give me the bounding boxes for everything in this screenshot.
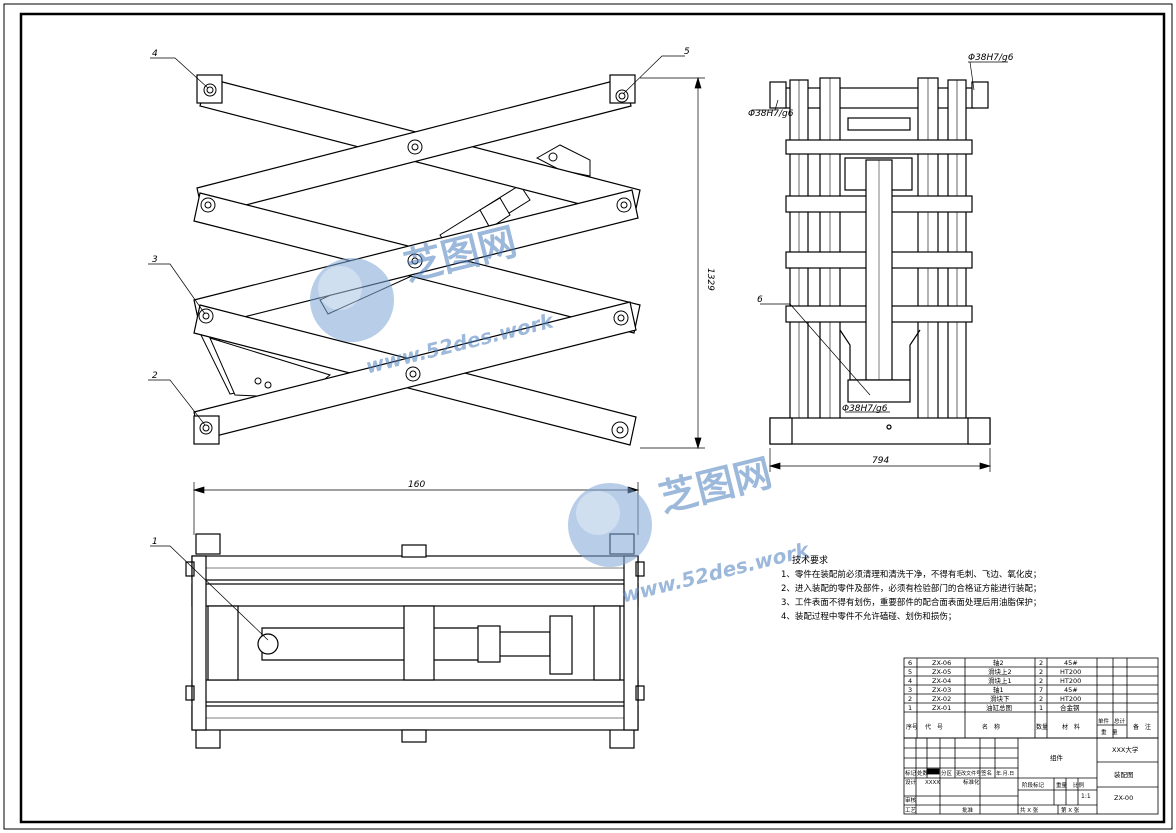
bom-row-name: 滑块下 <box>990 694 1010 703</box>
title-block <box>903 737 1159 815</box>
balloon-6: 6 <box>757 295 763 305</box>
bom-head-name: 名 称 <box>982 723 1000 731</box>
drawing-code: ZX-00 <box>1114 794 1133 802</box>
leaders-front <box>148 55 685 426</box>
label-weight: 重量 <box>1056 781 1068 789</box>
balloon-4: 4 <box>152 49 158 59</box>
bom-row-code: ZX-02 <box>932 695 951 703</box>
bom-row-name: 滑块上2 <box>988 667 1012 676</box>
designer-name: XXXX <box>925 780 940 786</box>
balloon-2: 2 <box>152 371 158 381</box>
bom-row-qty: 2 <box>1039 677 1043 685</box>
label-scale: 比例 <box>1073 781 1085 789</box>
tech-line-4: 4、装配过程中零件不允许磕碰、划伤和损伤； <box>781 611 956 622</box>
label-sign: 签名 <box>981 769 992 777</box>
inner-border <box>19 12 1166 824</box>
bom-row-qty: 2 <box>1039 659 1043 667</box>
bom-row-no: 3 <box>908 686 912 694</box>
width-side-dim-text: 794 <box>872 456 889 466</box>
bom-head-total: 总计 <box>1114 717 1126 725</box>
bom-head-qty: 数量 <box>1036 723 1048 731</box>
label-zone: 分区 <box>941 769 953 777</box>
bom-head-code: 代 号 <box>925 723 943 731</box>
scale-value: 1:1 <box>1081 793 1091 800</box>
top-view <box>150 482 645 749</box>
label-design: 设计 <box>905 778 917 786</box>
bom-row-qty: 2 <box>1039 695 1043 703</box>
bom-row-name: 油缸总图 <box>986 703 1012 712</box>
side-view <box>752 61 1008 472</box>
bom-row-no: 4 <box>908 677 912 685</box>
fit-label-bottom: Φ38H7/g6 <box>842 404 888 414</box>
bom-row-qty: 1 <box>1039 704 1043 712</box>
width-top-dim-text: 160 <box>408 480 425 490</box>
bom-row-qty: 7 <box>1039 686 1043 694</box>
bom-row-code: ZX-03 <box>932 686 951 694</box>
label-approve: 批准 <box>962 806 974 814</box>
bom-rows: 6 ZX-06 轴2 2 45# 5 ZX-05 滑块上2 2 HT200 4 … <box>906 658 1151 736</box>
bom-row-no: 5 <box>908 668 912 676</box>
watermark-brand-2: 芝图网 <box>655 450 776 520</box>
bom-row-code: ZX-06 <box>932 659 951 667</box>
height-dimension <box>640 76 705 450</box>
technical-requirements: 技术要求 1、零件在装配前必须清理和清洗干净，不得有毛刺、飞边、氧化皮； 2、进… <box>781 554 1041 622</box>
label-review: 审核 <box>905 796 917 804</box>
tech-line-1: 1、零件在装配前必须清理和清洗干净，不得有毛刺、飞边、氧化皮； <box>781 569 1041 580</box>
slider-block <box>609 74 636 104</box>
fit-label-top-right: Φ38H7/g6 <box>968 53 1014 63</box>
bom-row-mat: HT200 <box>1060 677 1081 685</box>
bom-row-name: 轴2 <box>993 658 1004 667</box>
fit-label-top-left: Φ38H7/g6 <box>748 109 794 119</box>
bom-row-no: 6 <box>908 659 912 667</box>
bom-head-mat: 材 料 <box>1062 723 1080 731</box>
outer-border <box>3 3 1173 830</box>
drawing-name: 装配图 <box>1114 770 1134 779</box>
bom-table <box>903 657 1159 739</box>
bom-row-name: 滑块上1 <box>988 676 1012 685</box>
bom-row-code: ZX-04 <box>932 677 951 685</box>
label-craft: 工艺 <box>905 807 917 814</box>
bom-row-qty: 2 <box>1039 668 1043 676</box>
bom-head-single: 单件 <box>1098 717 1110 725</box>
balloon-3: 3 <box>152 255 158 265</box>
label-date: 年.月.日 <box>996 770 1014 777</box>
slider-block <box>196 74 223 104</box>
bom-head-note: 备 注 <box>1133 723 1151 731</box>
bom-row-mat: 合金钢 <box>1060 703 1080 712</box>
bom-row-name: 轴1 <box>993 685 1004 694</box>
label-mark: 标记 <box>905 769 917 777</box>
label-std: 标准化 <box>963 778 980 786</box>
bom-head-weight: 重 量 <box>1101 728 1118 736</box>
bom-row-mat: HT200 <box>1060 695 1081 703</box>
bom-row-mat: 45# <box>1064 686 1078 694</box>
title-block-text: XXX大学 装配图 ZX-00 组件 1:1 标记 处数 分区 更改文件号 签名… <box>905 745 1139 814</box>
balloon-1: 1 <box>152 537 158 547</box>
label-count: 处数 <box>917 769 929 777</box>
balloon-5: 5 <box>684 47 690 57</box>
group-label: 组件 <box>1050 753 1064 762</box>
school-name: XXX大学 <box>1112 745 1139 754</box>
bom-row-no: 2 <box>908 695 912 703</box>
sheet-number: 第 X 张 <box>1061 806 1080 814</box>
height-dim-text: 1329 <box>705 268 715 291</box>
bom-head-no: 序号 <box>906 723 918 731</box>
tech-line-2: 2、进入装配的零件及部件，必须有检验部门的合格证方能进行装配； <box>781 583 1041 594</box>
label-change: 更改文件号 <box>956 770 981 777</box>
label-stage: 阶段标记 <box>1022 781 1045 789</box>
bom-row-code: ZX-05 <box>932 668 951 676</box>
pin-joints <box>198 83 632 439</box>
slider-block <box>193 415 220 445</box>
bom-row-mat: HT200 <box>1060 668 1081 676</box>
tech-line-3: 3、工件表面不得有划伤，重要部件的配合面表面处理后用油脂保护； <box>781 597 1041 608</box>
tech-title: 技术要求 <box>792 554 828 566</box>
bom-row-code: ZX-01 <box>932 704 951 712</box>
bom-row-mat: 45# <box>1064 659 1078 667</box>
bom-row-no: 1 <box>908 704 912 712</box>
sheets-total: 共 X 张 <box>1020 806 1039 814</box>
